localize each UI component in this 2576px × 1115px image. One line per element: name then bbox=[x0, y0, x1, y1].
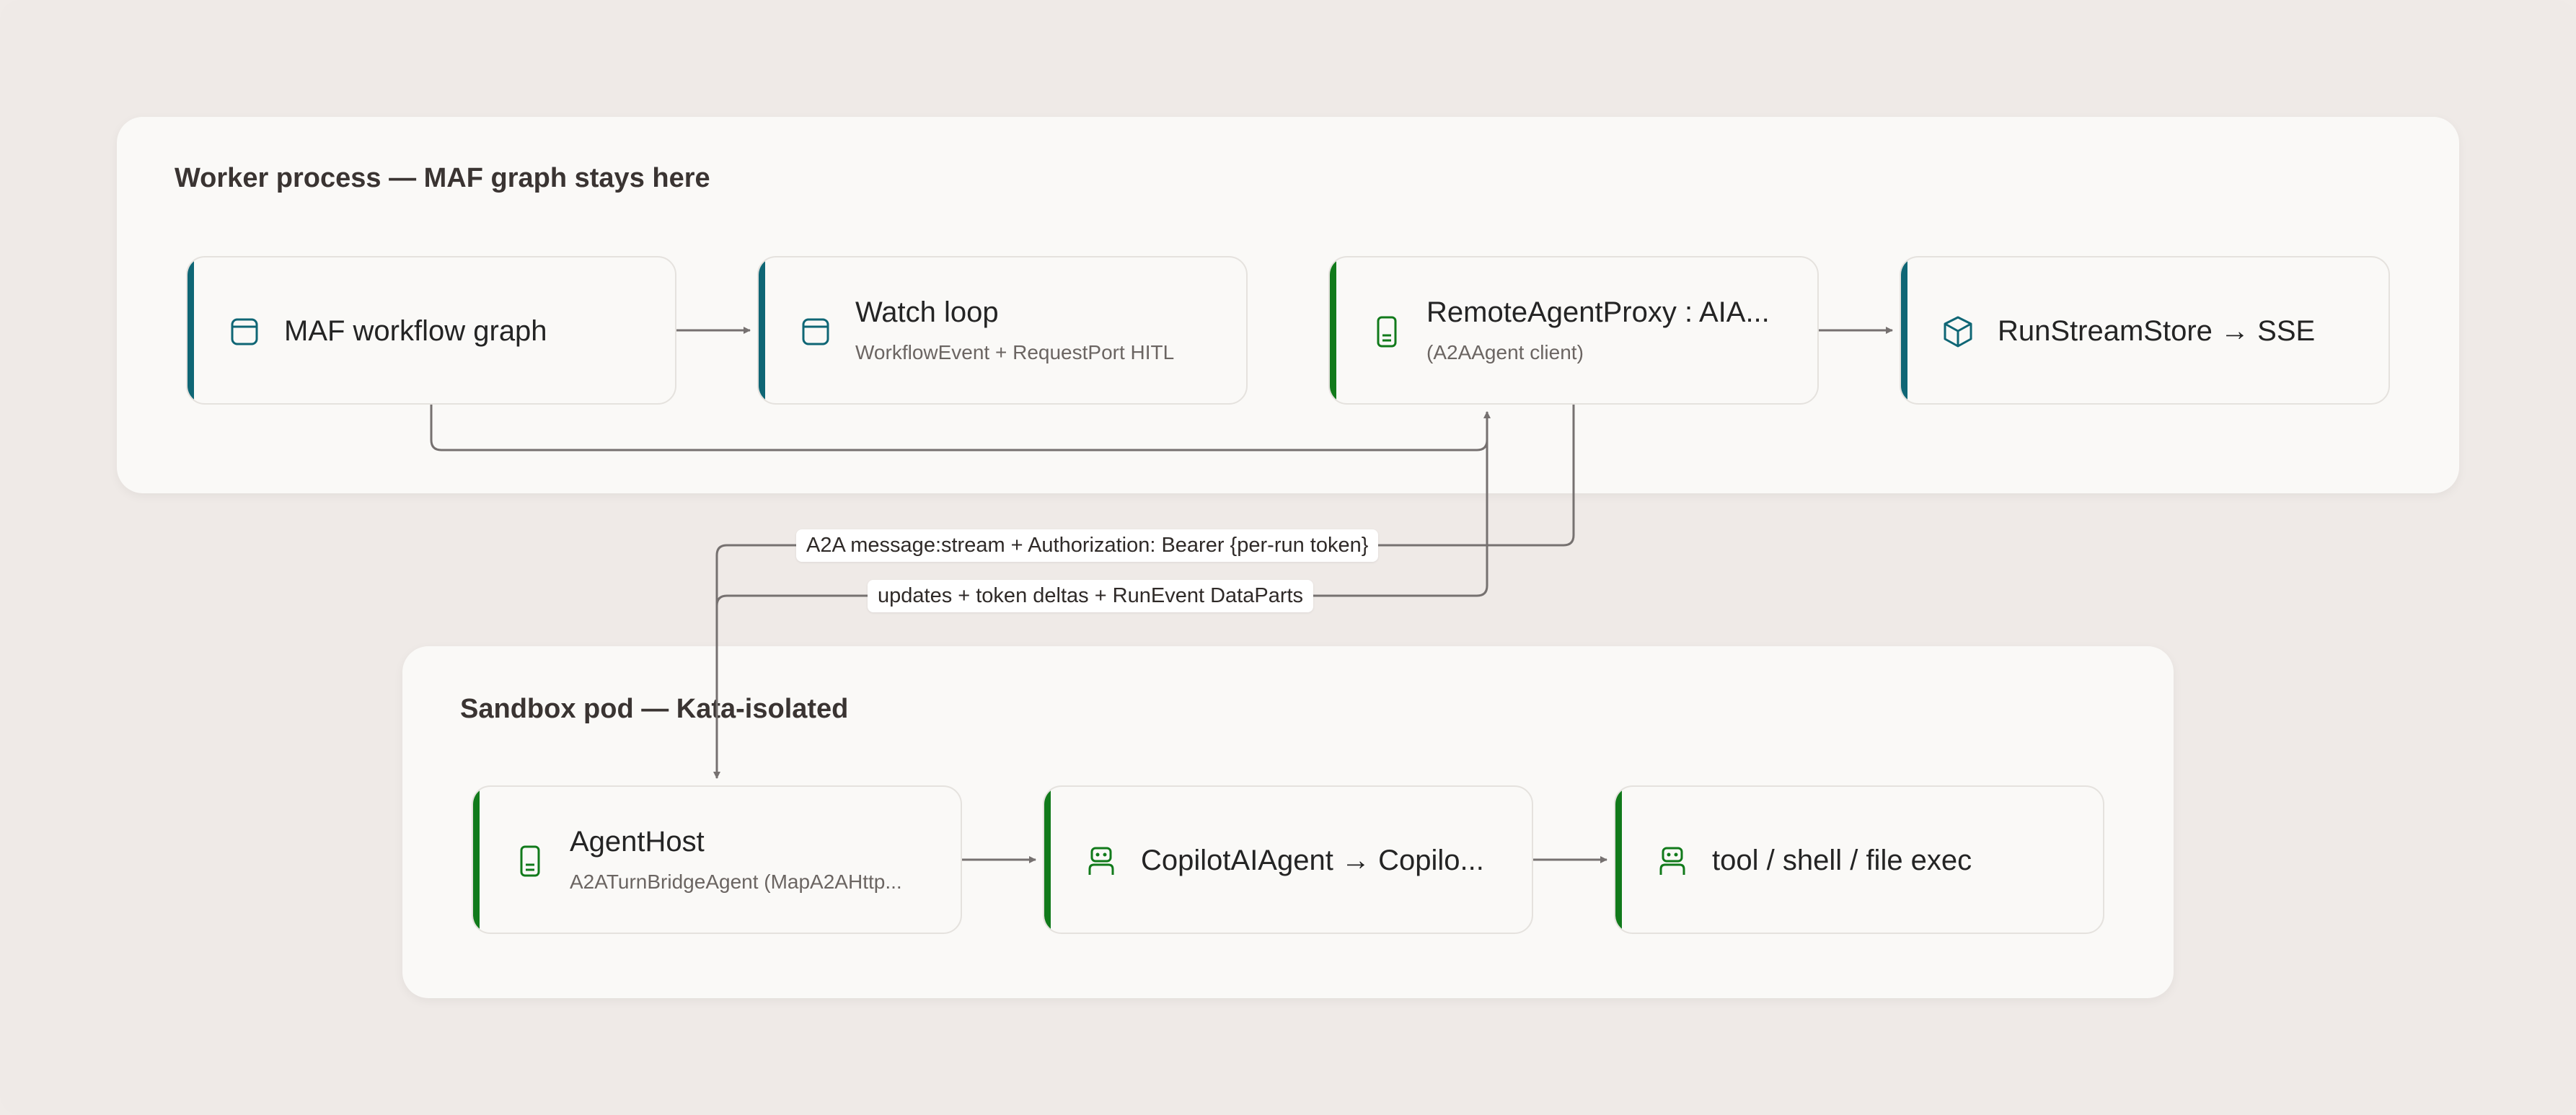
cube-icon bbox=[1944, 316, 1972, 348]
remote-agent-proxy-node[interactable]: RemoteAgentProxy : AIA... (A2AAgent clie… bbox=[1328, 256, 1819, 405]
tool-shell-file-exec-node[interactable]: tool / shell / file exec bbox=[1614, 785, 2104, 934]
watch-loop-node[interactable]: Watch loop WorkflowEvent + RequestPort H… bbox=[757, 256, 1248, 405]
run-stream-store-node[interactable]: RunStreamStore → SSE bbox=[1900, 256, 2390, 405]
maf-workflow-graph-node[interactable]: MAF workflow graph bbox=[186, 256, 676, 405]
copilot-ai-agent-node[interactable]: CopilotAIAgent → Copilo... bbox=[1043, 785, 1533, 934]
edge-graph-to-proxy bbox=[430, 405, 1491, 451]
window-icon bbox=[802, 318, 829, 345]
bot-icon bbox=[1659, 847, 1685, 875]
sandbox-group-title: Sandbox pod — Kata-isolated bbox=[460, 694, 849, 724]
window-icon bbox=[231, 318, 258, 345]
edge-agenthost-to-proxy bbox=[715, 412, 1488, 607]
a2a-request-edge-label: A2A message:stream + Authorization: Bear… bbox=[796, 529, 1379, 562]
agent-host-node[interactable]: AgentHost A2ATurnBridgeAgent (MapA2AHttp… bbox=[472, 785, 962, 934]
phone-icon bbox=[520, 845, 540, 877]
phone-icon bbox=[1377, 316, 1397, 348]
updates-edge-label: updates + token deltas + RunEvent DataPa… bbox=[868, 580, 1314, 612]
worker-group-title: Worker process — MAF graph stays here bbox=[175, 163, 710, 193]
bot-icon bbox=[1088, 847, 1114, 875]
